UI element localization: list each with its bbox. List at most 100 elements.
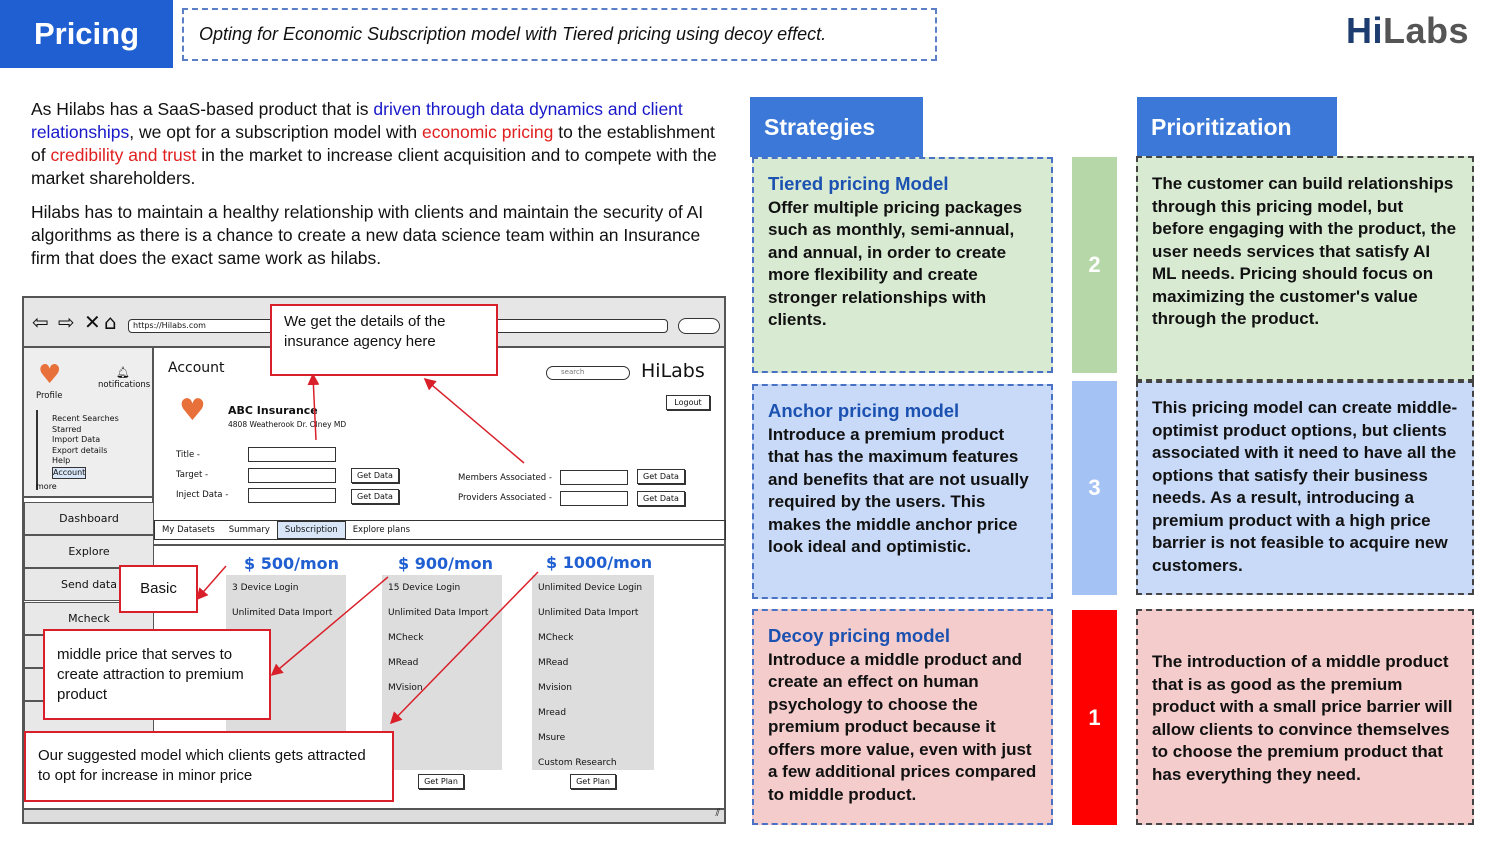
arrow-middle	[270, 576, 389, 676]
rank-bar-tiered: 2	[1072, 157, 1117, 373]
callout-insurance: We get the details of the insurance agen…	[270, 304, 498, 376]
get-data-button[interactable]: Get Data	[637, 491, 685, 506]
rank-bar-decoy: 1	[1072, 610, 1117, 825]
callout-basic: Basic	[119, 565, 198, 613]
title-input[interactable]	[248, 447, 336, 462]
tab-summary[interactable]: Summary	[228, 525, 270, 535]
get-data-button[interactable]: Get Data	[637, 469, 685, 484]
company-heart-icon: ♥	[179, 393, 206, 428]
plan-feature: Mvision	[538, 682, 572, 693]
intro-text: to the establishment of	[31, 122, 715, 165]
plan-price-middle: $ 900/mon	[398, 554, 493, 573]
subtitle-box: Opting for Economic Subscription model w…	[182, 8, 937, 61]
account-heading: Account	[168, 360, 225, 376]
plan-price-basic: $ 500/mon	[244, 554, 339, 573]
plan-feature: MCheck	[388, 632, 424, 643]
prioritization-header: Prioritization	[1137, 97, 1337, 157]
profile-label[interactable]: Profile	[36, 391, 63, 401]
strategies-header: Strategies	[750, 97, 923, 157]
callout-suggested: Our suggested model which clients gets a…	[24, 731, 394, 802]
tab-bar: My Datasets Summary Subscription Explore…	[154, 520, 726, 540]
sidebar-links: Recent Searches Starred Import Data Expo…	[52, 414, 119, 479]
strategy-title: Anchor pricing model	[768, 400, 960, 421]
company-address: 4808 Weatherook Dr. Olney MD	[228, 420, 347, 429]
intro-text: in the market to increase client acquisi…	[31, 145, 717, 188]
back-icon[interactable]: ⇦	[32, 310, 49, 334]
sidebar-link[interactable]: Export details	[52, 445, 108, 455]
plan-feature: Mread	[538, 707, 567, 718]
members-label: Members Associated -	[458, 473, 552, 483]
heart-hands-icon: ♥	[38, 360, 62, 390]
intro-highlight-red: economic pricing	[422, 122, 554, 142]
plan-feature: Custom Research	[538, 757, 617, 768]
callout-middle: middle price that serves to create attra…	[43, 629, 271, 720]
forward-icon[interactable]: ⇨	[58, 310, 75, 334]
providers-label: Providers Associated -	[458, 493, 552, 503]
company-name: ABC Insurance	[228, 404, 318, 417]
sidebar-link[interactable]: Help	[52, 456, 71, 465]
target-label: Target -	[176, 470, 209, 480]
browser-search-icon[interactable]	[678, 318, 720, 334]
hilabs-brand: HiLabs	[641, 360, 705, 382]
browser-statusbar: ⫽	[24, 808, 724, 822]
plan-price-premium: $ 1000/mon	[546, 553, 653, 572]
tree-line	[36, 410, 38, 490]
sidebar-link[interactable]: Import Data	[52, 435, 101, 444]
bell-icon[interactable]: 🔔︎	[116, 366, 130, 379]
intro-highlight-red: credibility and trust	[50, 145, 197, 165]
home-icon[interactable]: ⌂	[104, 310, 117, 334]
get-data-button[interactable]: Get Data	[351, 489, 399, 504]
prioritization-card-decoy: The introduction of a middle product tha…	[1136, 609, 1474, 825]
arrow-basic	[196, 565, 227, 601]
sidebar-link[interactable]: Starred	[52, 424, 82, 434]
sidebar-link[interactable]: Recent Searches	[52, 414, 119, 423]
arrow-suggested	[389, 571, 539, 725]
get-plan-button-middle[interactable]: Get Plan	[418, 774, 464, 789]
tab-my-datasets[interactable]: My Datasets	[162, 525, 215, 535]
plan-feature: MRead	[388, 657, 419, 668]
prioritization-card-anchor: This pricing model can create middle-opt…	[1136, 381, 1474, 595]
logo-hi: Hi	[1346, 10, 1383, 51]
inject-label: Inject Data -	[176, 490, 229, 500]
notifications-label[interactable]: notifications	[98, 380, 151, 390]
inject-input[interactable]	[248, 488, 336, 503]
strategy-card-anchor: Anchor pricing model Introduce a premium…	[752, 384, 1053, 599]
strategy-card-decoy: Decoy pricing model Introduce a middle p…	[752, 609, 1053, 825]
sidebar-button-explore[interactable]: Explore	[24, 535, 154, 568]
target-input[interactable]	[248, 468, 336, 483]
sidebar-link-account[interactable]: Account	[52, 466, 87, 479]
hilabs-logo: HiLabs	[1346, 10, 1469, 52]
plan-feature: Unlimited Data Import	[232, 607, 333, 618]
intro-text: , we opt for a subscription model with	[129, 122, 423, 142]
sidebar-header: ♥ Profile 🔔︎ notifications Recent Search…	[24, 348, 152, 498]
plan-feature: 3 Device Login	[232, 582, 299, 593]
resize-grip-icon[interactable]: ⫽	[715, 808, 720, 819]
arrow-insurance-2	[423, 378, 525, 464]
sidebar-link-more[interactable]: more	[36, 482, 57, 491]
strategy-body: Introduce a middle product and create an…	[768, 649, 1037, 804]
divider	[154, 544, 726, 546]
intro-text: As Hilabs has a SaaS-based product that …	[31, 99, 374, 119]
close-icon[interactable]: ✕	[84, 310, 101, 334]
get-plan-button-premium[interactable]: Get Plan	[570, 774, 616, 789]
sidebar-button-dashboard[interactable]: Dashboard	[24, 502, 154, 535]
tab-subscription[interactable]: Subscription	[276, 521, 346, 539]
get-data-button[interactable]: Get Data	[351, 468, 399, 483]
plan-card-premium[interactable]: Unlimited Device Login Unlimited Data Im…	[532, 575, 654, 770]
logout-button[interactable]: Logout	[666, 395, 710, 410]
strategy-title: Decoy pricing model	[768, 625, 950, 646]
members-input[interactable]	[560, 470, 628, 485]
providers-input[interactable]	[560, 491, 628, 506]
intro-paragraph-2: Hilabs has to maintain a healthy relatio…	[31, 202, 704, 268]
plan-feature: MVision	[388, 682, 423, 693]
strategy-body: Introduce a premium product that has the…	[768, 424, 1029, 557]
intro-highlight-blue: driven through data dynamics and client …	[31, 99, 683, 142]
intro-paragraph-1: As Hilabs has a SaaS-based product that …	[31, 98, 731, 190]
plan-feature: Unlimited Data Import	[538, 607, 639, 618]
rank-bar-anchor: 3	[1072, 381, 1117, 595]
search-input[interactable]: search	[546, 366, 630, 380]
tab-explore-plans[interactable]: Explore plans	[352, 525, 411, 535]
strategy-card-tiered: Tiered pricing Model Offer multiple pric…	[752, 157, 1053, 373]
plan-card-middle[interactable]: 15 Device Login Unlimited Data Import MC…	[382, 575, 502, 770]
